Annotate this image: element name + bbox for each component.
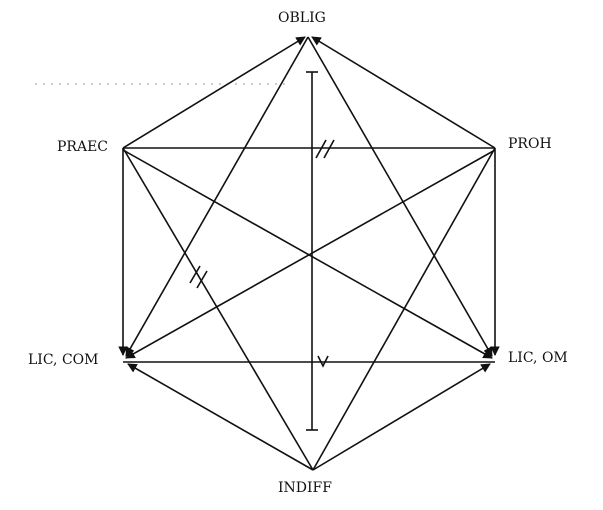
edge-indiff-licom: [312, 363, 491, 471]
node-indiff: INDIFF: [278, 480, 332, 496]
v-mark: [317, 355, 329, 368]
edge-praec-oblig: [122, 36, 306, 149]
slash-mark: [323, 139, 335, 159]
edge-oblig-licom: [307, 36, 493, 357]
node-lic-com: LIC, COM: [28, 352, 99, 368]
slash-mark: [189, 265, 201, 284]
node-lic-om: LIC, OM: [508, 350, 568, 366]
edge-praec-licom: [122, 149, 493, 359]
edge-indiff-praec: [122, 147, 314, 471]
node-proh: PROH: [508, 136, 552, 152]
edge-proh-liccom: [125, 149, 496, 359]
node-oblig: OBLIG: [278, 10, 326, 26]
slash-mark: [315, 139, 327, 159]
edge-indiff-liccom: [127, 363, 314, 471]
edge-oblig-liccom: [125, 36, 309, 357]
node-praec: PRAEC: [57, 139, 109, 155]
edge-proh-oblig: [311, 36, 496, 149]
slash-mark: [196, 270, 208, 289]
